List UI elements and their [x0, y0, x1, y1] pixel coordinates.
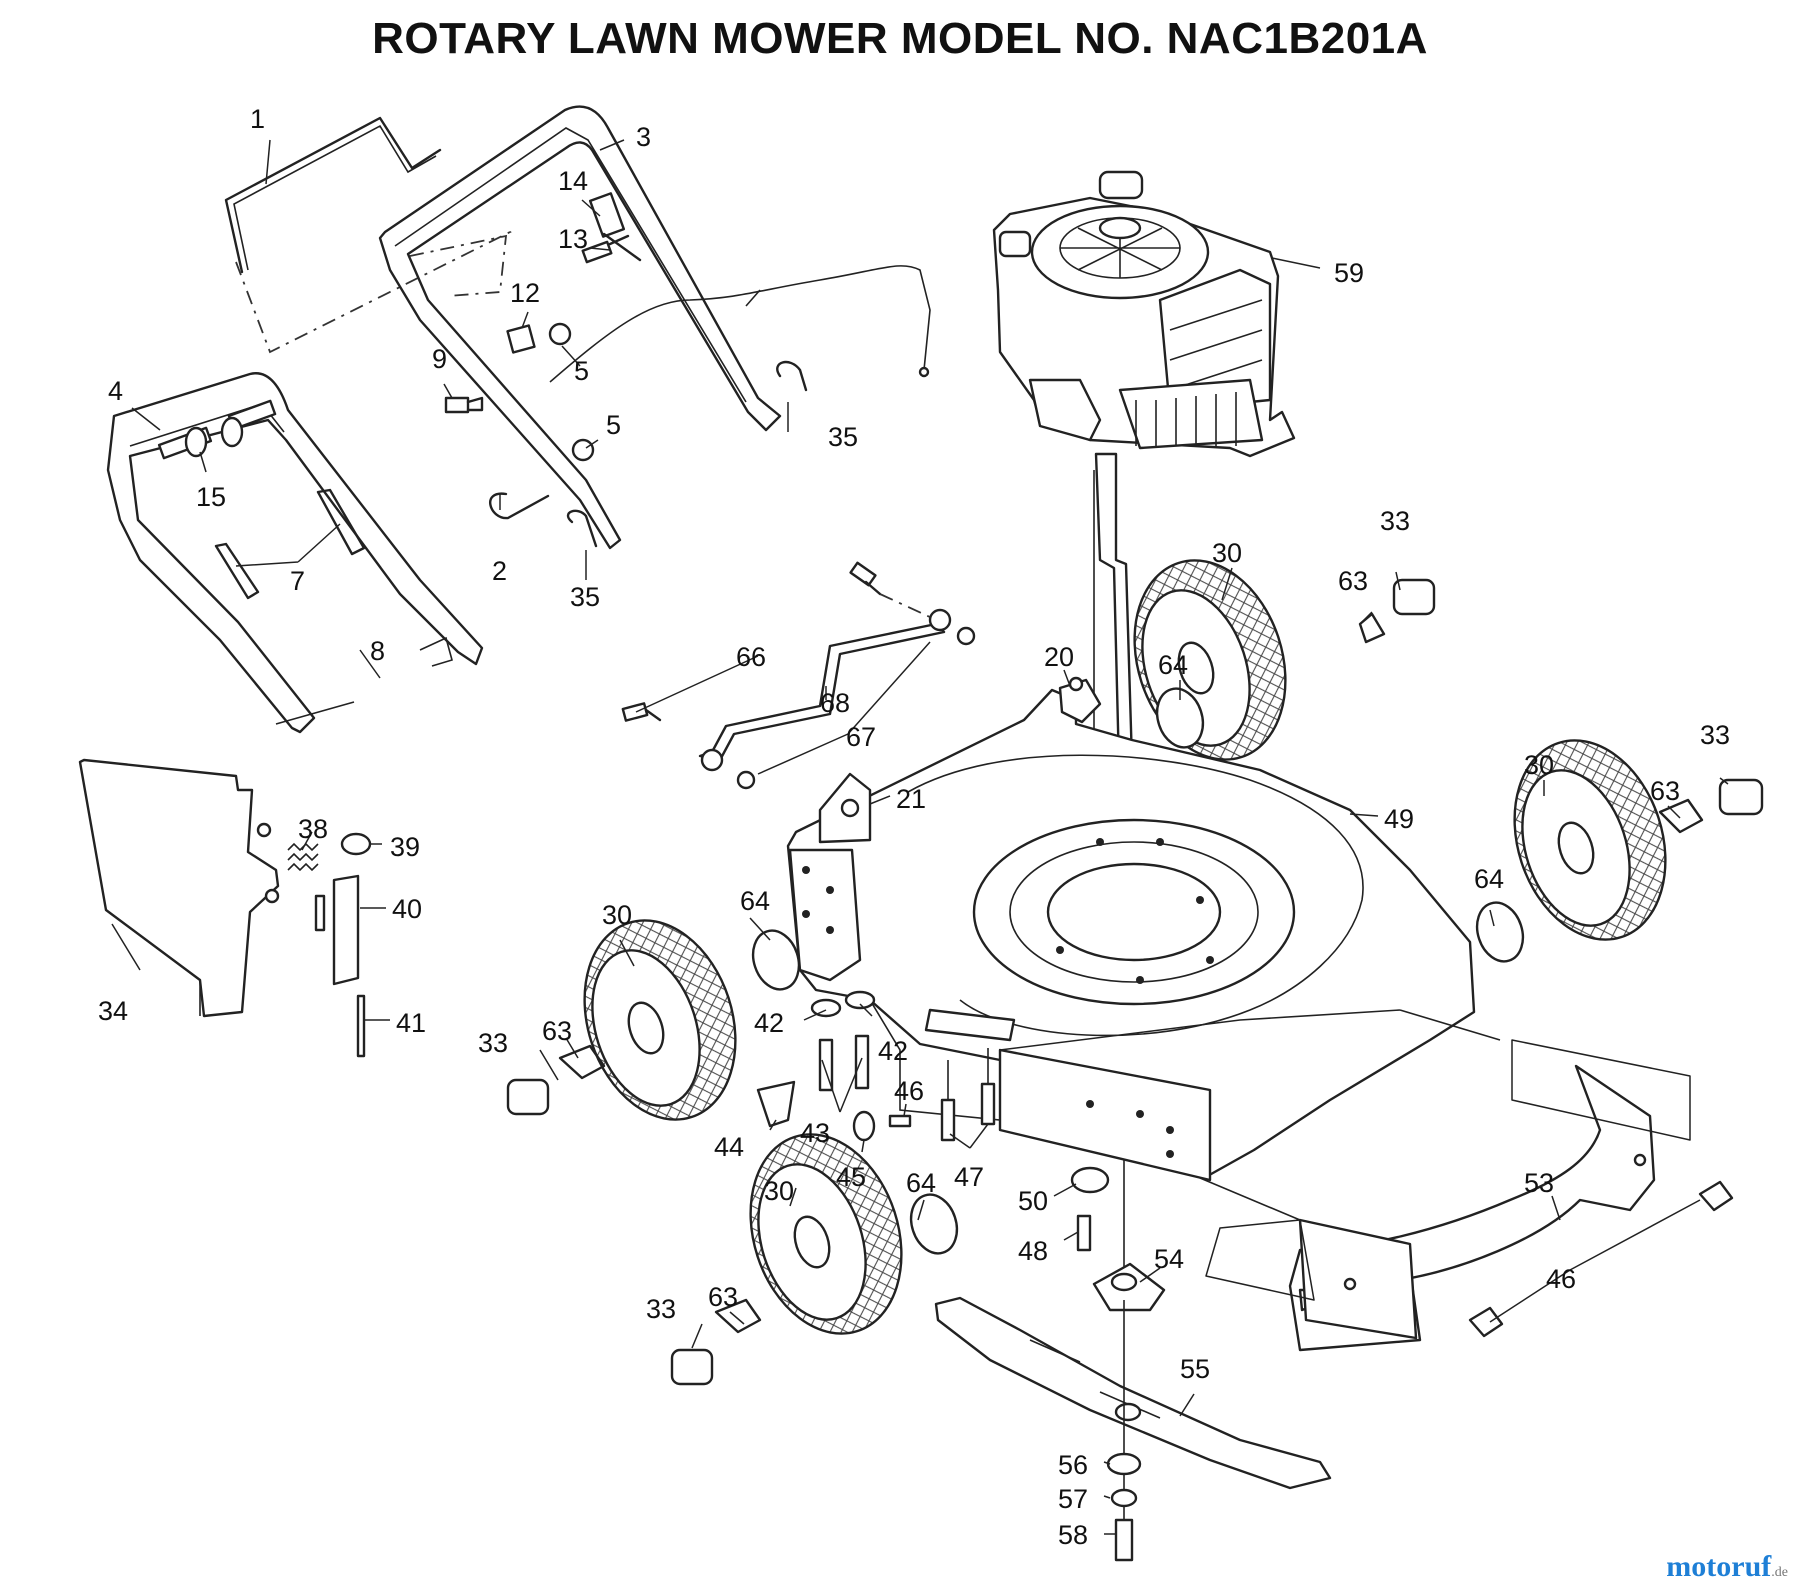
callout-63b: 63 [1650, 776, 1680, 806]
callout-53: 53 [1524, 1168, 1554, 1198]
lower-handle [106, 372, 484, 734]
callout-59: 59 [1334, 258, 1364, 288]
callout-35b: 35 [570, 582, 600, 612]
callout-30c: 30 [602, 900, 632, 930]
callout-39: 39 [390, 832, 420, 862]
callout-44: 44 [714, 1132, 744, 1162]
callout-43: 43 [800, 1118, 830, 1148]
callout-35a: 35 [828, 422, 858, 452]
site-watermark: motoruf.de [1666, 1550, 1788, 1584]
callout-63d: 63 [708, 1282, 738, 1312]
callout-9: 9 [432, 344, 447, 374]
callout-46a: 46 [894, 1076, 924, 1106]
callout-46b: 46 [1546, 1264, 1576, 1294]
callout-63a: 63 [1338, 566, 1368, 596]
deck-brackets [818, 676, 1102, 844]
callout-67: 67 [846, 722, 876, 752]
callout-13: 13 [558, 224, 588, 254]
callout-33b: 33 [1700, 720, 1730, 750]
callout-38: 38 [298, 814, 328, 844]
callout-64d: 64 [906, 1168, 936, 1198]
callout-66: 66 [736, 642, 766, 672]
callout-33d: 33 [646, 1294, 676, 1324]
wheel-rear-left [1475, 739, 1764, 963]
callout-63c: 63 [542, 1016, 572, 1046]
callout-68: 68 [820, 688, 850, 718]
wheel-front-right [506, 919, 801, 1121]
callout-42a: 42 [754, 1008, 784, 1038]
wheel-front-left [670, 1133, 959, 1386]
height-adjust-lever [621, 561, 976, 790]
callout-42b: 42 [878, 1036, 908, 1066]
cable-clips [489, 360, 808, 548]
callout-64c: 64 [740, 886, 770, 916]
callout-64a: 64 [1158, 650, 1188, 680]
callout-20: 20 [1044, 642, 1074, 672]
callout-33c: 33 [478, 1028, 508, 1058]
callout-41: 41 [396, 1008, 426, 1038]
callout-50: 50 [1018, 1186, 1048, 1216]
callout-labels: 1 3 14 13 12 5 9 5 4 15 7 2 35 35 8 59 3… [98, 104, 1730, 1550]
callout-8: 8 [370, 636, 385, 666]
control-cable [549, 265, 931, 383]
callout-30b: 30 [1524, 750, 1554, 780]
callout-1: 1 [250, 104, 265, 134]
front-height-hardware [756, 990, 1110, 1252]
callout-12: 12 [510, 278, 540, 308]
callout-48: 48 [1018, 1236, 1048, 1266]
wheel-rear-right [1133, 559, 1436, 761]
cutting-blade [934, 1296, 1332, 1490]
upper-handle-bar [224, 116, 512, 354]
callout-55: 55 [1180, 1354, 1210, 1384]
callout-64b: 64 [1474, 864, 1504, 894]
leader-lines [111, 139, 1729, 1535]
callout-49: 49 [1384, 804, 1414, 834]
callout-30d: 30 [764, 1176, 794, 1206]
callout-2: 2 [492, 556, 507, 586]
blade-adapter [1092, 1262, 1166, 1312]
callout-45: 45 [836, 1162, 866, 1192]
mower-deck [786, 688, 1476, 1182]
callout-34: 34 [98, 996, 128, 1026]
callout-33a: 33 [1380, 506, 1410, 536]
callout-40: 40 [392, 894, 422, 924]
callout-5a: 5 [574, 356, 589, 386]
callout-57: 57 [1058, 1484, 1088, 1514]
callout-56: 56 [1058, 1450, 1088, 1480]
deflector-hinge [287, 832, 372, 1058]
callout-58: 58 [1058, 1520, 1088, 1550]
callout-21: 21 [896, 784, 926, 814]
watermark-tld: .de [1771, 1565, 1788, 1580]
callout-3: 3 [636, 122, 651, 152]
rear-baffle [1199, 1009, 1734, 1352]
engine [992, 170, 1296, 458]
diagram-title: ROTARY LAWN MOWER MODEL NO. NAC1B201A [372, 14, 1428, 63]
watermark-brand: motoruf [1666, 1550, 1772, 1583]
callout-4: 4 [108, 376, 123, 406]
callout-47: 47 [954, 1162, 984, 1192]
callout-54: 54 [1154, 1244, 1184, 1274]
handle-frame [378, 105, 782, 550]
handle-hardware [444, 192, 642, 462]
callout-5b: 5 [606, 410, 621, 440]
callout-15: 15 [196, 482, 226, 512]
callout-7: 7 [290, 566, 305, 596]
callout-30a: 30 [1212, 538, 1242, 568]
callout-14: 14 [558, 166, 588, 196]
grass-deflector [78, 758, 280, 1018]
